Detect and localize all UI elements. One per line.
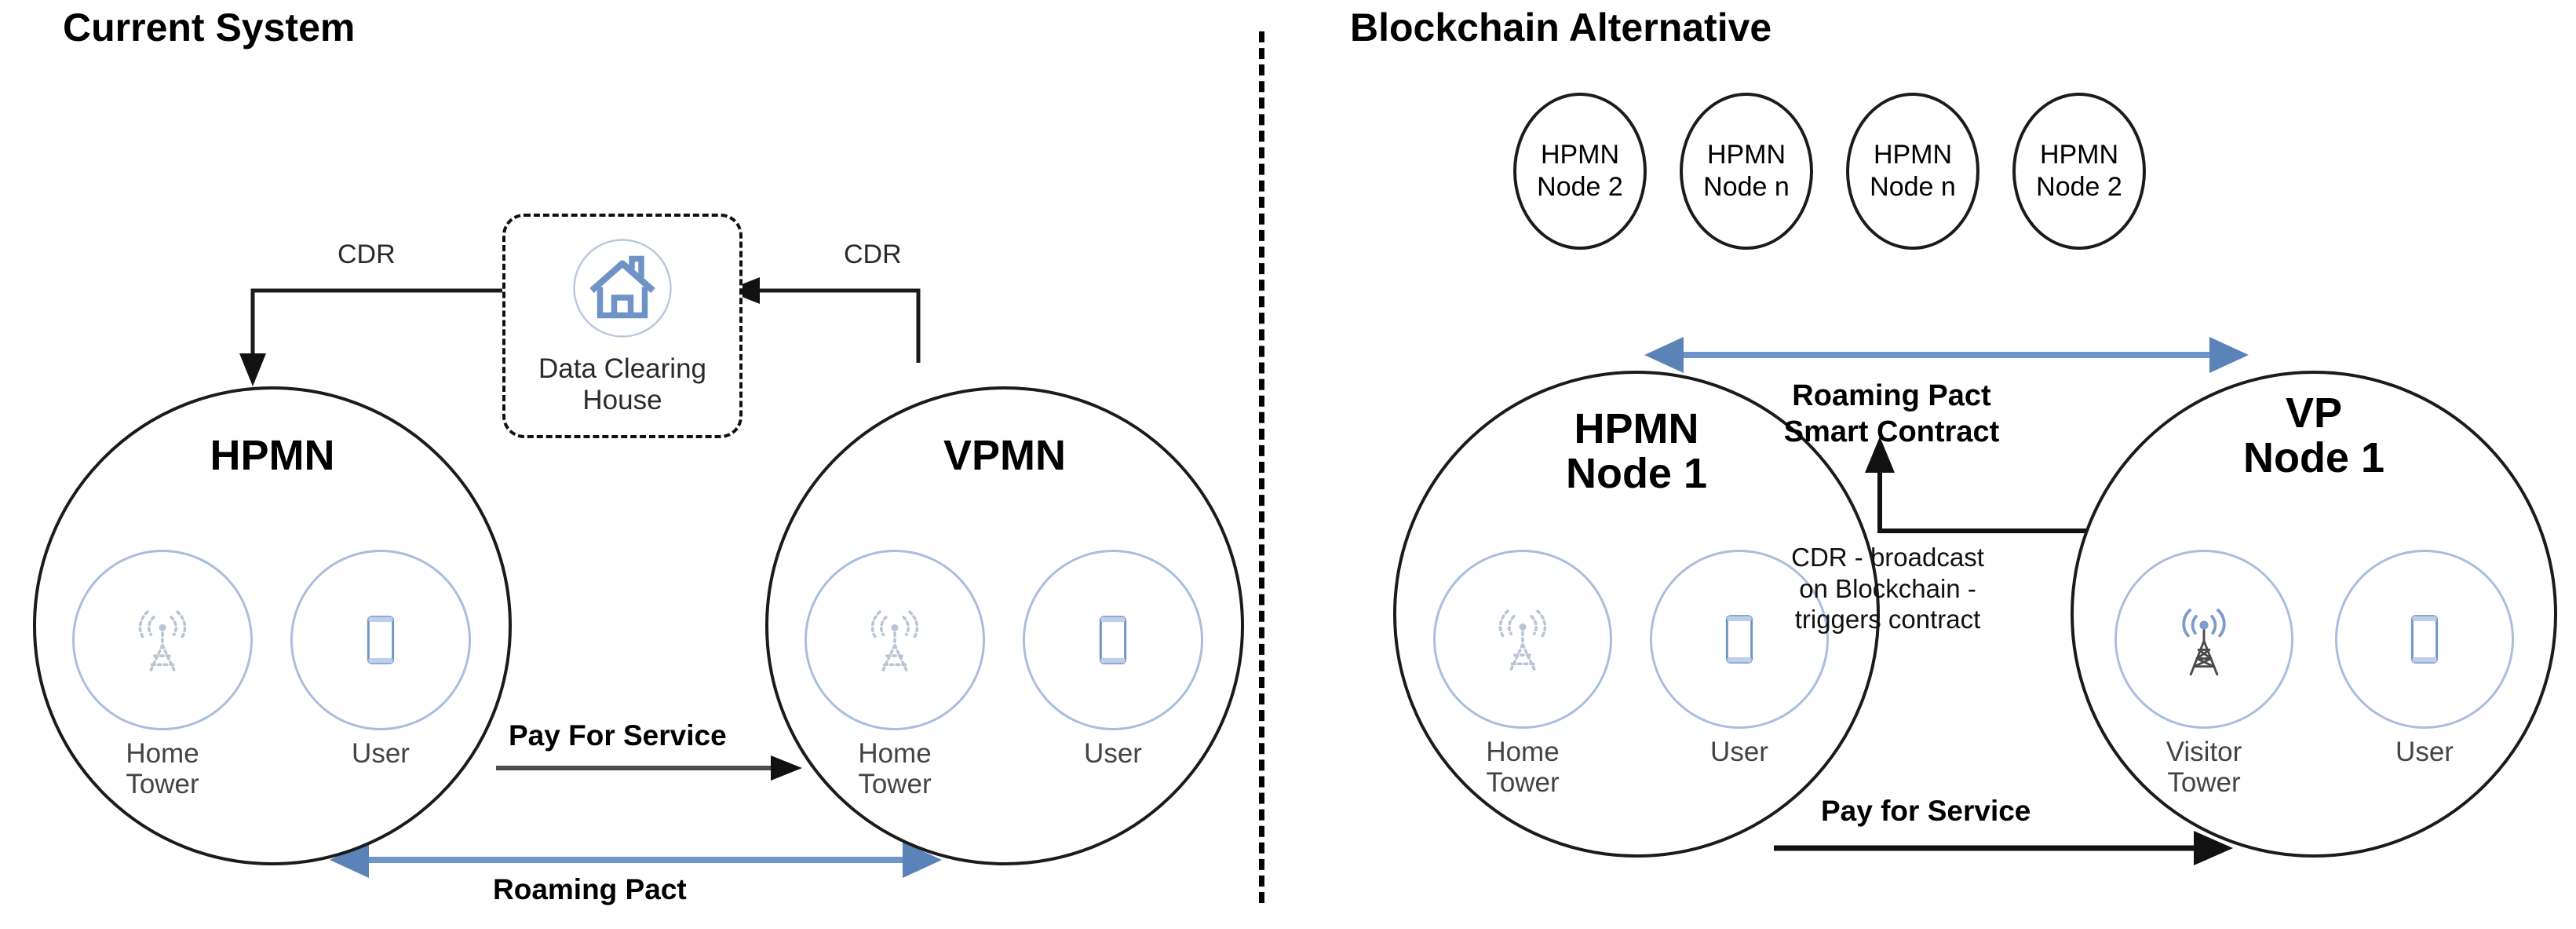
- hpmn-user-circle[interactable]: [290, 550, 471, 730]
- hpmn-title: HPMN: [210, 432, 335, 479]
- hpmn-node1-title: HPMN Node 1: [1565, 405, 1708, 497]
- blockchain-node-3[interactable]: HPMN Node 2: [2012, 93, 2146, 250]
- vp-node1-title: VP Node 1: [2242, 390, 2385, 481]
- cdr-label-right: CDR: [844, 240, 902, 269]
- blockchain-node-2[interactable]: HPMN Node n: [1846, 93, 1979, 250]
- vp-node1-visitor-tower-label: Visitor Tower: [2166, 737, 2242, 799]
- smartphone-icon: [367, 616, 395, 664]
- cdr-broadcast-line: [1877, 463, 2096, 533]
- right-panel-title: Blockchain Alternative: [1350, 5, 1772, 49]
- roaming-pact-arrowhead-left: [330, 842, 369, 878]
- cdr-left-arrowhead: [239, 353, 266, 386]
- roaming-pact-contract-arrowhead-left: [1644, 337, 1684, 373]
- vpmn-title: VPMN: [943, 432, 1066, 479]
- roaming-pact-arrowhead-right: [903, 842, 942, 878]
- roaming-pact-contract-arrowhead-right: [2209, 337, 2249, 373]
- panel-divider: [1259, 31, 1264, 903]
- pay-for-service-arrowhead-right: [2194, 831, 2233, 865]
- vpmn-home-tower-label: Home Tower: [858, 738, 932, 800]
- smartphone-icon: [1099, 616, 1127, 664]
- blockchain-node-label: HPMN Node 2: [1537, 139, 1623, 202]
- cdr-right-line: [750, 288, 921, 363]
- vpmn-user-circle[interactable]: [1023, 550, 1203, 730]
- cdr-broadcast-label: CDR - broadcast on Blockchain - triggers…: [1791, 543, 1984, 635]
- pay-for-service-label-left: Pay For Service: [509, 719, 727, 752]
- radio-tower-icon: [138, 610, 187, 674]
- house-icon: [573, 239, 672, 338]
- radio-tower-icon: [1498, 609, 1547, 673]
- radio-tower-solid-icon: [2182, 609, 2226, 676]
- hpmn-home-tower-label: Home Tower: [126, 738, 199, 800]
- current-system-connectors: [239, 277, 942, 878]
- blockchain-connectors: [1644, 337, 2249, 865]
- vpmn-user-label: User: [1084, 738, 1142, 769]
- data-clearing-house-label: Data Clearing House: [538, 353, 706, 416]
- cdr-right-arrowhead: [726, 277, 760, 304]
- blockchain-node-label: HPMN Node n: [1703, 139, 1790, 202]
- radio-tower-icon: [870, 610, 919, 674]
- pay-for-service-label-right: Pay for Service: [1821, 795, 2031, 827]
- cdr-label-left: CDR: [338, 240, 396, 269]
- smartphone-icon: [1725, 615, 1753, 664]
- cdr-broadcast-arrowhead: [1865, 437, 1895, 473]
- data-clearing-house-box[interactable]: Data Clearing House: [502, 214, 743, 438]
- blockchain-node-0[interactable]: HPMN Node 2: [1513, 93, 1647, 250]
- vp-node1-visitor-tower-circle[interactable]: [2114, 550, 2293, 729]
- hpmn-node1-user-label: User: [1710, 737, 1768, 767]
- vp-node1-user-circle[interactable]: [2335, 550, 2514, 729]
- hpmn-node1-user-circle[interactable]: [1650, 550, 1829, 729]
- smartphone-icon: [2410, 615, 2439, 664]
- roaming-pact-smart-contract-label: Roaming Pact Smart Contract: [1783, 379, 2000, 448]
- cdr-left-line: [250, 288, 502, 363]
- blockchain-node-label: HPMN Node n: [1870, 139, 1956, 202]
- roaming-pact-label-left: Roaming Pact: [493, 873, 687, 905]
- hpmn-node1-home-tower-circle[interactable]: [1433, 550, 1612, 729]
- vpmn-home-tower-circle[interactable]: [805, 550, 985, 730]
- blockchain-node-label: HPMN Node 2: [2036, 139, 2122, 202]
- hpmn-node1-home-tower-label: Home Tower: [1486, 737, 1560, 799]
- pay-for-service-arrowhead: [771, 755, 802, 781]
- hpmn-home-tower-circle[interactable]: [72, 550, 253, 730]
- hpmn-user-label: User: [352, 738, 410, 769]
- left-panel-title: Current System: [63, 5, 356, 49]
- blockchain-node-1[interactable]: HPMN Node n: [1680, 93, 1813, 250]
- vp-node1-user-label: User: [2395, 737, 2454, 767]
